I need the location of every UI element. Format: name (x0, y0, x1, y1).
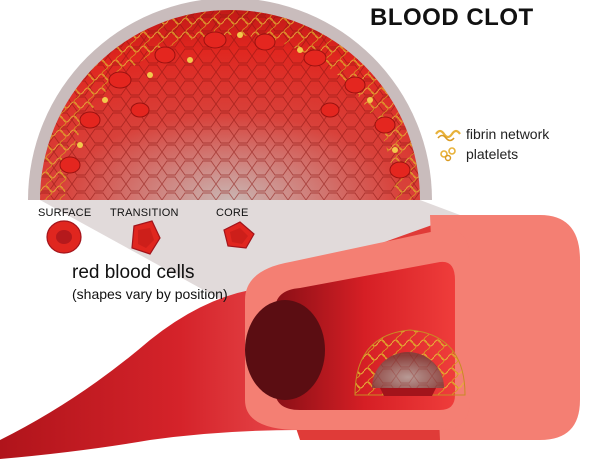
legend-fibrin-label: fibrin network (466, 126, 550, 142)
stage-label-surface: SURFACE (38, 207, 92, 219)
rbc-core-shape (223, 221, 255, 249)
vessel-body (0, 290, 300, 459)
diagram-title: BLOOD CLOT (370, 4, 534, 31)
blood-vessel (0, 215, 580, 459)
rbc-title: red blood cells (72, 262, 195, 283)
rbc-subtitle: (shapes vary by position) (72, 286, 228, 302)
vessel-opening (245, 300, 325, 400)
legend-platelets-icon (440, 147, 456, 162)
stage-label-core: CORE (216, 207, 249, 219)
rbc-surface-shape (46, 220, 82, 254)
clot-in-vessel (354, 329, 466, 396)
stage-label-transition: TRANSITION (110, 207, 179, 219)
rbc-transition-shape (131, 220, 161, 255)
clot-texture (40, 10, 420, 200)
legend-fibrin-icon (435, 129, 461, 142)
legend-platelets-label: platelets (466, 146, 519, 162)
